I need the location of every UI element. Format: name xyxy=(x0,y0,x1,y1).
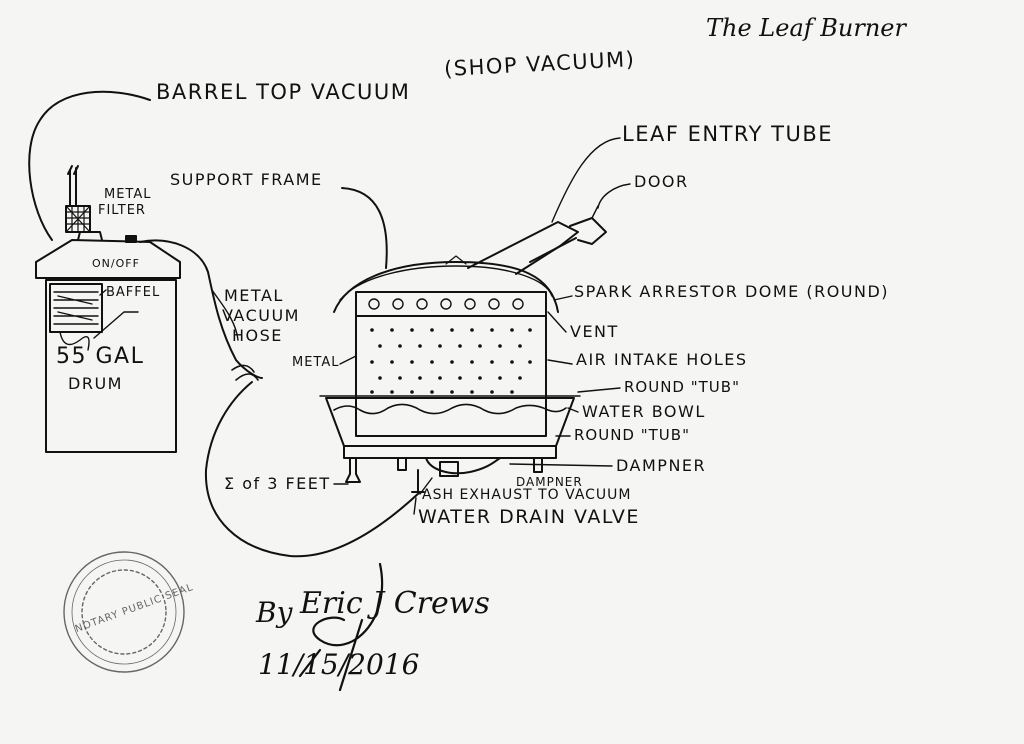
leader-ash xyxy=(419,477,433,495)
leaf-entry-tube xyxy=(467,221,579,275)
label-metal-filter-1: METAL xyxy=(104,187,152,202)
door-hinge xyxy=(591,205,599,219)
drum-body xyxy=(45,279,177,453)
signature-date: 11/15/2016 xyxy=(258,648,420,681)
label-hose-3: HOSE xyxy=(232,326,283,345)
label-water-bowl: WATER BOWL xyxy=(582,402,706,421)
label-hose-1: METAL xyxy=(224,286,284,305)
ash-exhaust-pipe xyxy=(425,457,501,475)
leader-door xyxy=(597,183,631,209)
exhaust-pipes xyxy=(67,165,79,207)
baffle xyxy=(49,283,103,333)
label-water-drain-valve: WATER DRAIN VALVE xyxy=(418,506,640,528)
leader-leaf-entry xyxy=(551,137,621,223)
leader-hose xyxy=(211,289,239,341)
label-barrel-top-vacuum: BARREL TOP VACUUM xyxy=(156,80,411,104)
hose-coil xyxy=(231,364,259,381)
label-leaf-entry-tube: LEAF ENTRY TUBE xyxy=(622,122,834,146)
label-dampner-2: DAMPNER xyxy=(516,475,583,489)
label-metal-filter-2: FILTER xyxy=(98,203,146,218)
label-feet: Σ of 3 FEET xyxy=(224,474,331,493)
door xyxy=(569,217,607,245)
label-metal: METAL xyxy=(292,355,340,370)
ash-exhaust-damper xyxy=(439,461,459,477)
vacuum-power-line xyxy=(28,90,151,241)
round-tub xyxy=(325,397,575,447)
dome-outer xyxy=(339,265,553,301)
vent-holes xyxy=(368,298,524,310)
label-baffel: BAFFEL xyxy=(106,285,161,300)
label-vent: VENT xyxy=(570,322,619,341)
leader-drum xyxy=(93,311,139,339)
on-off-switch xyxy=(125,235,137,243)
dome-peak xyxy=(445,255,467,265)
label-drum-1: 55 GAL xyxy=(56,344,145,369)
label-spark-arrestor-dome: SPARK ARRESTOR DOME (ROUND) xyxy=(574,282,890,301)
signature-name: Eric J Crews xyxy=(300,586,490,621)
tub-base xyxy=(343,445,557,459)
hose-lower xyxy=(204,381,421,558)
leader-baffel xyxy=(99,289,107,296)
baffle-slats xyxy=(53,291,99,325)
burner-body xyxy=(355,315,547,437)
label-round-tub-1: ROUND "TUB" xyxy=(624,378,740,396)
drum-assembly xyxy=(28,90,181,453)
label-on-off: ON/OFF xyxy=(92,257,140,270)
label-round-tub-2: ROUND "TUB" xyxy=(574,426,690,444)
leaf-entry-tube-lower xyxy=(529,237,577,263)
label-drum-2: DRUM xyxy=(68,374,123,393)
vacuum-head xyxy=(35,239,181,279)
vacuum-motor-cap xyxy=(77,231,103,241)
baffle-wire xyxy=(59,331,90,351)
support-frame xyxy=(341,187,388,269)
signature-by: By xyxy=(256,596,293,629)
leader-water-bowl xyxy=(567,407,579,413)
notary-seal xyxy=(63,551,185,673)
leader-intake xyxy=(547,359,573,365)
burner-assembly xyxy=(319,137,631,515)
metal-vacuum-hose xyxy=(139,239,421,558)
leader-vent xyxy=(547,311,567,333)
air-intake-holes xyxy=(370,328,532,394)
label-air-intake-holes: AIR INTAKE HOLES xyxy=(576,350,748,369)
leader-dampner1 xyxy=(509,463,613,467)
diagram-title: The Leaf Burner xyxy=(706,14,906,42)
leader-tub1 xyxy=(577,387,621,393)
water-line xyxy=(333,403,567,415)
label-support-frame: SUPPORT FRAME xyxy=(170,170,323,189)
label-door: DOOR xyxy=(634,172,689,191)
leader-dome xyxy=(553,295,573,301)
signature-strokes xyxy=(298,562,384,692)
label-dampner-1: DAMPNER xyxy=(616,456,707,475)
hose-upper xyxy=(139,239,263,379)
label-ash-exhaust: ASH EXHAUST TO VACUUM xyxy=(422,487,632,503)
label-hose-2: VACUUM xyxy=(222,306,300,325)
leader-metal xyxy=(339,355,357,365)
filter-mesh xyxy=(65,205,91,233)
leader-drain xyxy=(413,497,417,515)
